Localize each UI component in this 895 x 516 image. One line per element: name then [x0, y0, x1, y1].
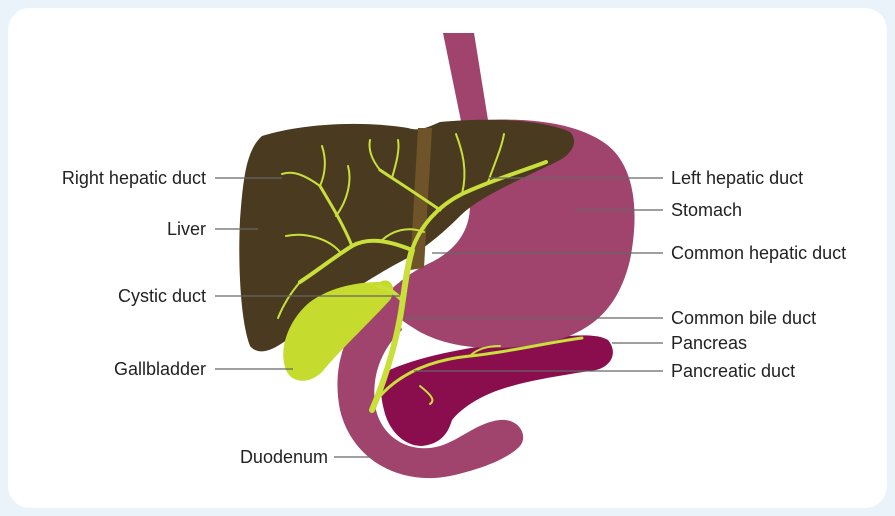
label-left-hepatic-duct: Left hepatic duct [671, 168, 803, 188]
label-pancreatic-duct: Pancreatic duct [671, 361, 795, 381]
label-common-hepatic-duct: Common hepatic duct [671, 243, 846, 263]
label-gallbladder: Gallbladder [114, 359, 206, 379]
esophagus-shape [443, 33, 488, 126]
label-duodenum: Duodenum [240, 447, 328, 467]
label-right-hepatic-duct: Right hepatic duct [62, 168, 206, 188]
label-common-bile-duct: Common bile duct [671, 308, 816, 328]
label-cystic-duct: Cystic duct [118, 286, 206, 306]
label-stomach: Stomach [671, 200, 742, 220]
label-liver: Liver [167, 219, 206, 239]
label-pancreas: Pancreas [671, 333, 747, 353]
